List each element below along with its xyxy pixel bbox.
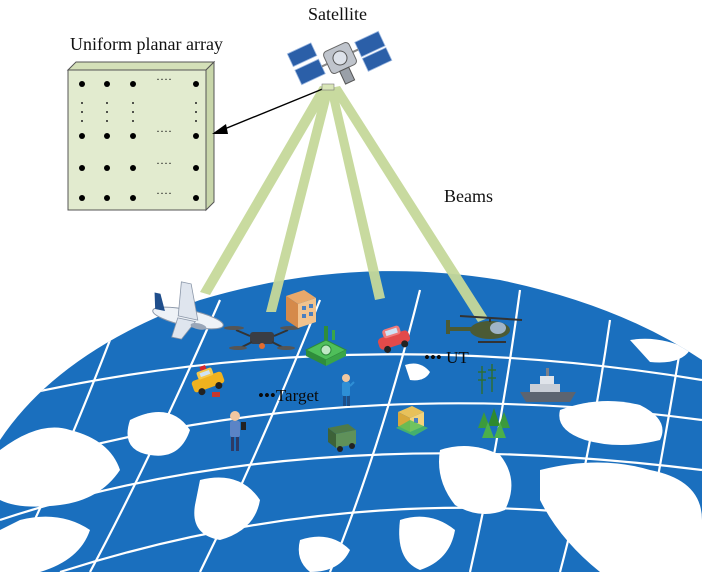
satellite-antenna-icon xyxy=(321,83,335,91)
array-arrow xyxy=(212,87,326,134)
ut-label: ••• UT xyxy=(424,348,469,367)
target-label: •••Target xyxy=(258,386,319,405)
airplane-icon xyxy=(152,281,224,340)
ship-icon xyxy=(520,368,576,402)
beams xyxy=(200,86,488,322)
array-ellipsis-row-1: ···· xyxy=(156,72,172,86)
beams-label: Beams xyxy=(444,186,493,206)
satellite-icon xyxy=(286,30,393,86)
array-ellipsis-row-4: ···· xyxy=(156,186,172,200)
globe-ocean xyxy=(0,271,702,572)
house-icon xyxy=(396,406,428,436)
globe xyxy=(0,271,702,572)
array-label: Uniform planar array xyxy=(70,34,223,54)
helicopter-icon xyxy=(446,315,523,343)
uniform-planar-array xyxy=(66,60,216,212)
beam-4 xyxy=(330,86,488,322)
smart-city-icon xyxy=(304,326,348,366)
drone-icon xyxy=(224,326,300,350)
satellite-label: Satellite xyxy=(308,4,367,24)
beam-3 xyxy=(327,88,385,300)
forest-icon xyxy=(478,408,510,438)
beam-2 xyxy=(266,88,333,312)
car-icon xyxy=(377,325,411,353)
antenna-icon xyxy=(478,364,496,394)
array-side-face xyxy=(205,60,215,212)
beam-1 xyxy=(200,86,331,295)
user-with-phone-icon xyxy=(230,411,246,451)
building-icon xyxy=(286,290,316,328)
taxi-sign-icon xyxy=(212,392,220,397)
array-front-face xyxy=(67,69,207,211)
taxi-icon xyxy=(191,364,225,396)
array-ellipsis-row-3: ···· xyxy=(156,156,172,170)
array-elements xyxy=(79,81,199,201)
array-top-face xyxy=(66,61,216,71)
array-ellipsis-row-2: ···· xyxy=(156,124,172,138)
array-ellipsis-vertical xyxy=(81,102,197,122)
person-icon xyxy=(342,374,355,406)
truck-icon xyxy=(328,424,356,452)
